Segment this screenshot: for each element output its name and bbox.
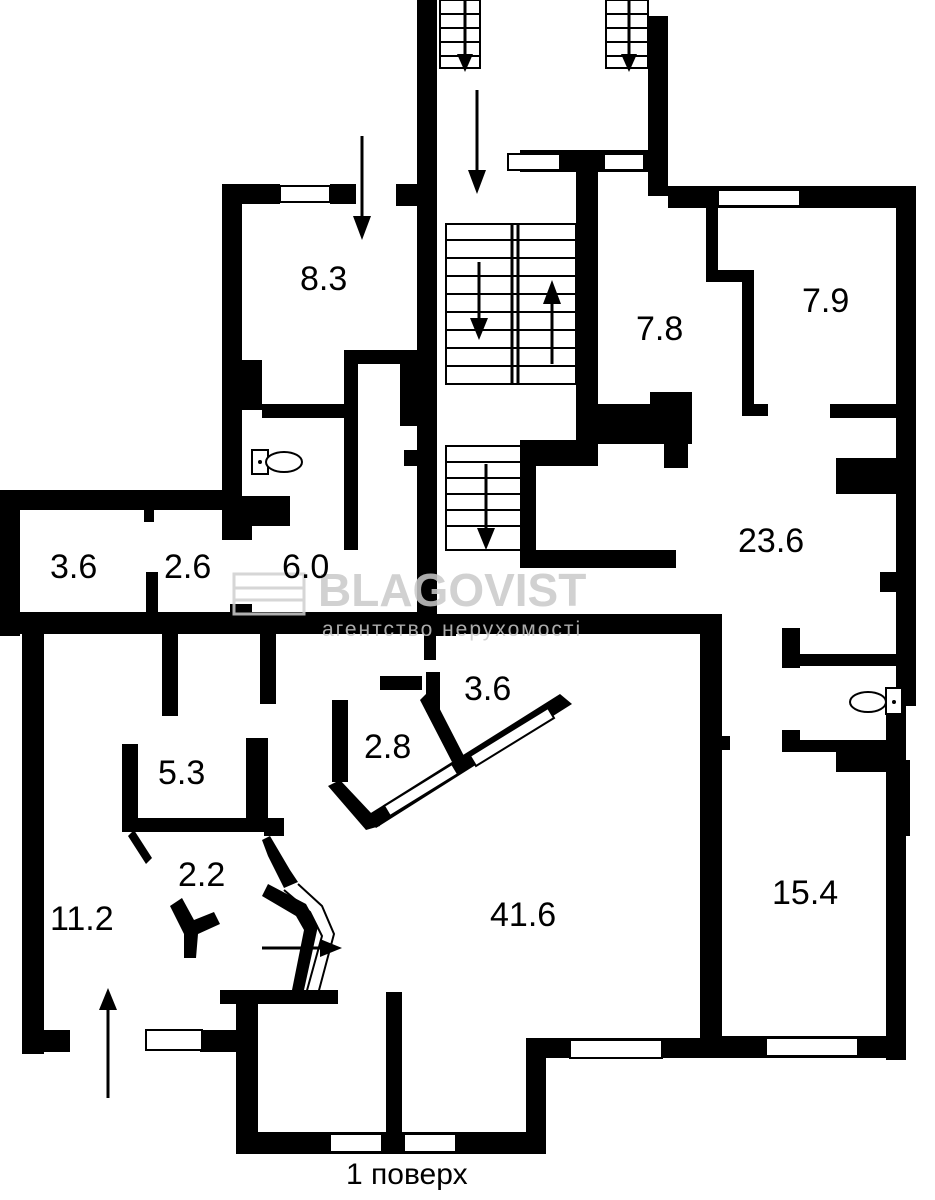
direction-arrows	[99, 0, 637, 1098]
room-area-label: 41.6	[490, 896, 556, 934]
room-area-label: 2.8	[364, 728, 411, 766]
room-labels: 8.3 7.8 7.9 23.6 3.6 2.6 6.0 3.6 2.8 5.3…	[50, 260, 849, 938]
room-area-label: 7.9	[802, 282, 849, 320]
room-area-label: 3.6	[50, 548, 97, 586]
toilet-icon-2	[849, 687, 903, 715]
room-area-label: 6.0	[282, 548, 329, 586]
room-area-label: 11.2	[50, 900, 114, 938]
fixture-y-icon	[170, 898, 220, 958]
room-area-label: 2.6	[164, 548, 211, 586]
room-area-label: 7.8	[636, 310, 683, 348]
room-area-label: 15.4	[772, 874, 838, 912]
room-area-label: 5.3	[158, 754, 205, 792]
room-area-label: 2.2	[178, 856, 225, 894]
room-area-label: 3.6	[464, 670, 511, 708]
walls	[0, 0, 916, 1154]
watermark: BLAGOVIST агентство нерухомості	[232, 564, 586, 641]
room-area-label: 8.3	[300, 260, 347, 298]
room-area-label: 23.6	[738, 522, 804, 560]
watermark-tagline: агентство нерухомості	[322, 618, 582, 641]
watermark-brand: BLAGOVIST	[318, 564, 586, 616]
toilet-icon	[251, 449, 303, 475]
stairs	[283, 0, 649, 995]
floor-caption: 1 поверх	[346, 1158, 468, 1191]
windows	[145, 153, 859, 1153]
